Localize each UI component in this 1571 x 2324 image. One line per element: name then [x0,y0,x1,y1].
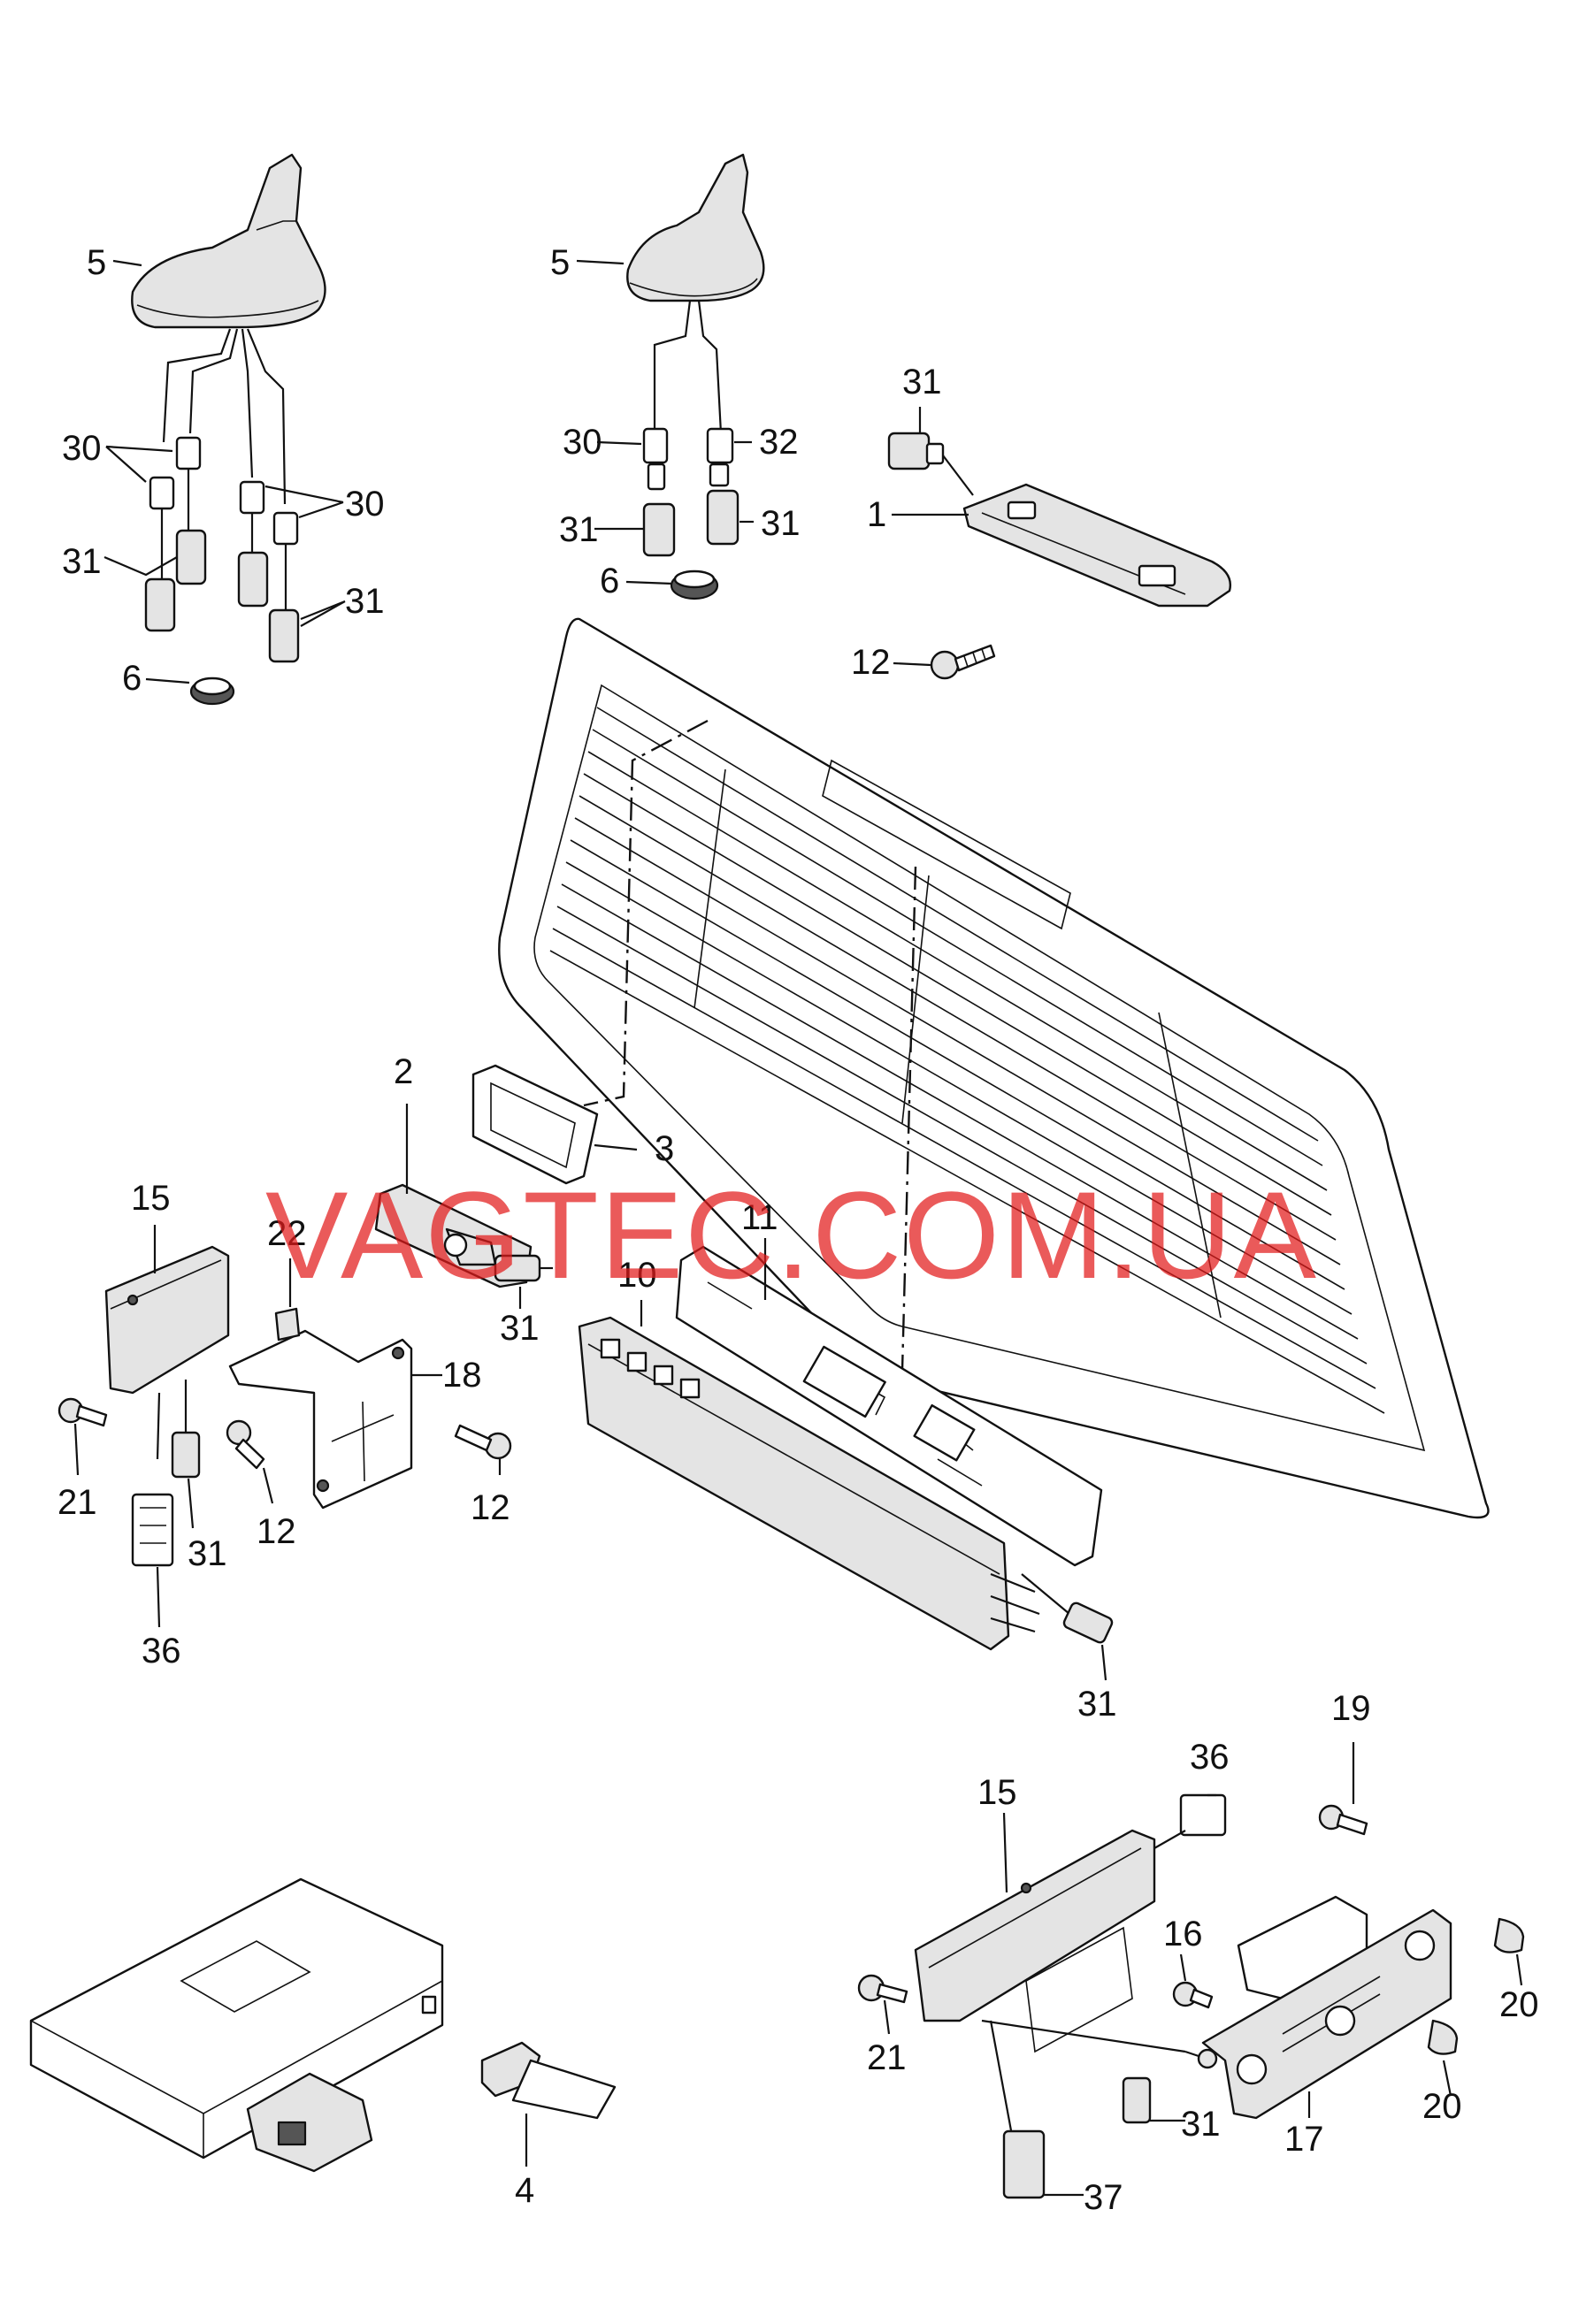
callout-32: 32 [759,423,799,462]
rail-part-1 [887,432,1231,608]
callout-12: 12 [257,1512,296,1551]
control-unit [29,1877,444,2173]
callout-37: 37 [1084,2178,1123,2217]
antenna-connectors-center [642,427,740,600]
callout-31: 31 [559,510,599,549]
bolt-12-left [226,1419,265,1470]
callout-11: 11 [741,1198,778,1237]
callout-1: 1 [867,495,886,534]
callout-16: 16 [1163,1915,1203,1953]
callout-21: 21 [57,1483,97,1522]
callout-12: 12 [471,1488,510,1527]
rear-window-glass [498,617,1490,1519]
connector-4 [480,2041,617,2120]
roof-antenna-left [131,153,326,505]
callout-30: 30 [62,429,102,468]
callout-31: 31 [188,1534,227,1573]
axis-line-left [583,719,709,1107]
callout-6: 6 [600,562,619,600]
callout-31: 31 [62,542,102,581]
callout-17: 17 [1284,2120,1324,2159]
callout-20: 20 [1499,1985,1539,2024]
callout-31: 31 [1077,1685,1117,1724]
bracket-18 [228,1307,413,1510]
callout-18: 18 [442,1356,482,1395]
callout-31: 31 [761,504,801,543]
module-15-left [57,1245,230,1567]
bracket-17 [1172,1804,1525,2120]
module-11 [675,1245,1103,1567]
callout-12: 12 [851,643,891,682]
antenna-connectors-left [144,436,300,706]
callout-31: 31 [500,1309,540,1348]
callout-15: 15 [977,1773,1017,1812]
axis-line-center [900,866,917,1372]
callout-30: 30 [563,423,602,462]
callout-3: 3 [655,1129,674,1168]
leader-lines [73,259,1523,2197]
bolt-12-upper [930,644,996,680]
callout-31: 31 [345,582,385,621]
callout-6: 6 [122,659,142,698]
callout-4: 4 [515,2171,534,2210]
callout-5: 5 [550,243,570,282]
callout-21: 21 [867,2038,907,2077]
callout-labels: 5 5 30 30 30 31 31 31 31 31 31 31 31 31 … [57,243,1539,2217]
callout-22: 22 [267,1214,307,1253]
callout-20: 20 [1422,2087,1462,2126]
module-15-right [857,1793,1227,2199]
callout-10: 10 [617,1256,657,1295]
roof-antenna-center [626,153,765,434]
callout-31: 31 [902,363,942,401]
amplifier-part-2 [374,1183,553,1288]
watermark-text: VAGTEC.COM.UA [265,1166,1318,1304]
amplifier-10 [578,1316,1114,1651]
callout-31: 31 [1181,2105,1221,2144]
callout-30: 30 [345,485,385,524]
bolt-12-right [454,1424,512,1460]
callout-15: 15 [131,1179,171,1218]
callout-36: 36 [1190,1738,1230,1777]
heater-grid-lines [549,707,1385,1414]
callout-19: 19 [1331,1689,1371,1728]
frame-part-3 [471,1064,599,1185]
callout-2: 2 [394,1052,413,1091]
callout-5: 5 [87,243,106,282]
callout-36: 36 [142,1632,181,1670]
